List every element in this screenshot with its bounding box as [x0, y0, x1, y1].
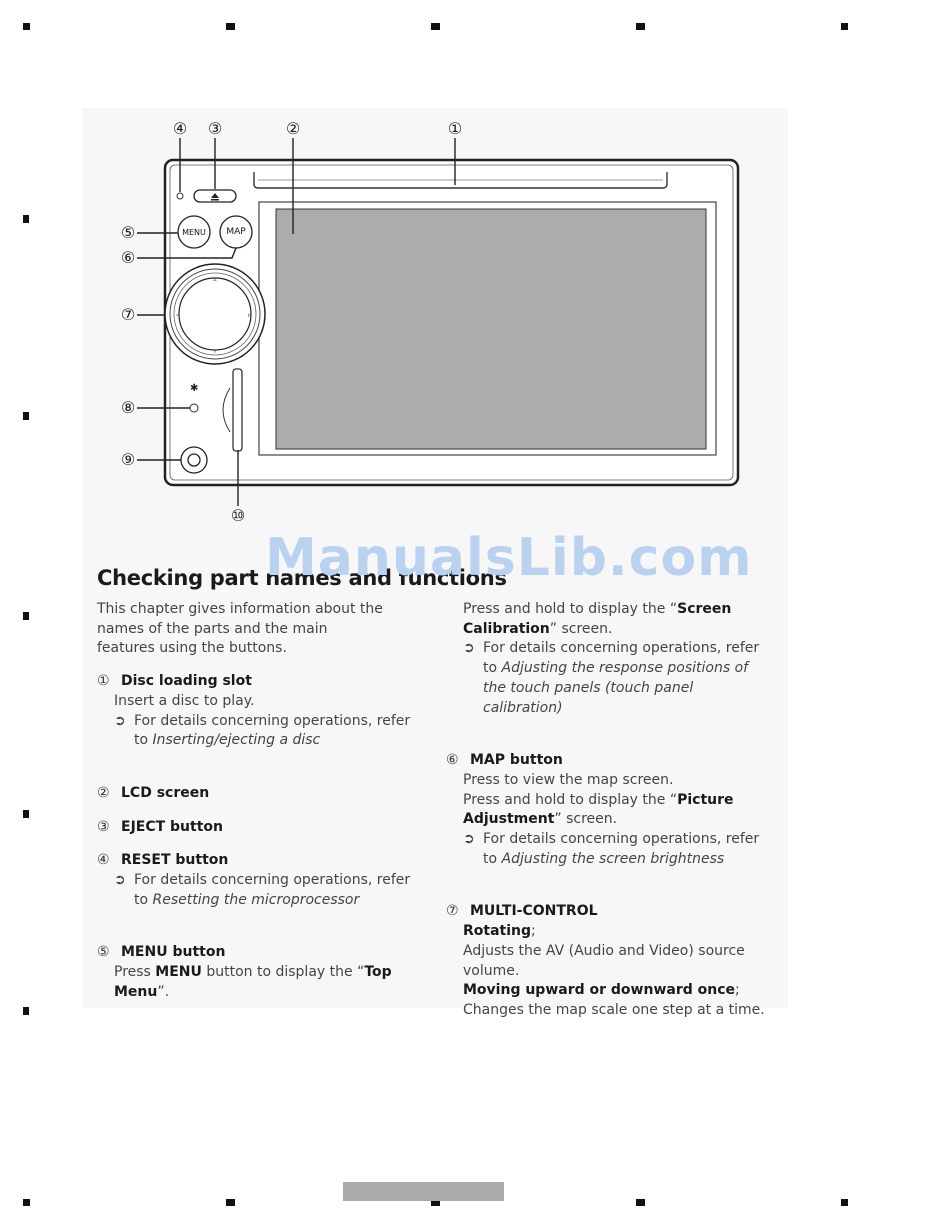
intro-text: This chapter gives information about the… — [97, 601, 383, 657]
registration-mark — [23, 1007, 29, 1015]
callout-9: ⑨ — [120, 450, 136, 469]
item-menu-desc: Press MENU button to display the “Top Me… — [114, 964, 392, 1000]
left-column: This chapter gives information about the… — [97, 600, 417, 1003]
registration-mark — [431, 1199, 440, 1206]
item-multi-move-desc: Changes the map scale one step at a time… — [463, 1001, 765, 1018]
callout-3: ③ — [207, 119, 223, 138]
link-resetting[interactable]: Resetting the microprocessor — [152, 891, 360, 908]
svg-text:✱: ✱ — [190, 383, 198, 394]
item-menu-cont-desc: Press and hold to display the “Screen Ca… — [463, 601, 732, 637]
right-column: Press and hold to display the “Screen Ca… — [446, 600, 776, 1021]
page-title: Checking part names and functions — [97, 566, 507, 590]
item-map-desc2: Press and hold to display the “Picture A… — [463, 791, 734, 828]
item-disc-desc: Insert a disc to play. — [114, 692, 255, 709]
item-map-desc: Press to view the map screen. — [463, 771, 674, 788]
item-reset-ref: ➲For details concerning operations, refe… — [114, 872, 411, 908]
callout-7: ⑦ — [120, 305, 136, 324]
item-disc-ref: ➲For details concerning operations, refe… — [114, 712, 411, 749]
svg-text:◃: ◃ — [176, 311, 180, 319]
svg-text:▵: ▵ — [213, 275, 217, 283]
device-diagram: ▵ ▿ ◃ ▹ ✱ — [137, 138, 740, 506]
item-multi-move-label: Moving upward or downward once; — [463, 982, 740, 999]
registration-mark — [841, 23, 848, 30]
registration-mark — [841, 1199, 848, 1206]
item-multi-rot-label: Rotating; — [463, 923, 536, 940]
registration-mark — [226, 23, 235, 30]
registration-mark — [23, 412, 29, 420]
callout-10: ⑩ — [230, 506, 246, 525]
item-menu-cont-ref: ➲For details concerning operations, refe… — [463, 640, 760, 716]
registration-mark — [636, 23, 645, 30]
registration-mark — [23, 1199, 30, 1206]
callout-6: ⑥ — [120, 248, 136, 267]
registration-mark — [23, 810, 29, 818]
item-multi-rot-desc: Adjusts the AV (Audio and Video) source … — [463, 942, 745, 979]
map-button-label: MAP — [226, 227, 246, 237]
registration-mark — [431, 23, 440, 30]
callout-4: ④ — [172, 119, 188, 138]
callout-8: ⑧ — [120, 398, 136, 417]
menu-button-label: MENU — [182, 228, 206, 237]
svg-text:▿: ▿ — [213, 347, 217, 355]
link-inserting-ejecting[interactable]: Inserting/ejecting a disc — [152, 732, 321, 749]
registration-mark — [23, 215, 29, 223]
registration-mark — [636, 1199, 645, 1206]
page-footer-bar — [343, 1182, 504, 1201]
registration-mark — [23, 612, 29, 620]
link-screen-brightness[interactable]: Adjusting the screen brightness — [501, 850, 725, 867]
callout-5: ⑤ — [120, 223, 136, 242]
svg-text:▹: ▹ — [248, 311, 252, 319]
link-touch-calibration[interactable]: Adjusting the response positions of the … — [483, 660, 749, 716]
callout-2: ② — [285, 119, 301, 138]
item-map-ref: ➲For details concerning operations, refe… — [463, 831, 760, 867]
registration-mark — [23, 23, 30, 30]
watermark: ManualsLib.com — [265, 528, 753, 588]
registration-mark — [226, 1199, 235, 1206]
callout-1: ① — [447, 119, 463, 138]
